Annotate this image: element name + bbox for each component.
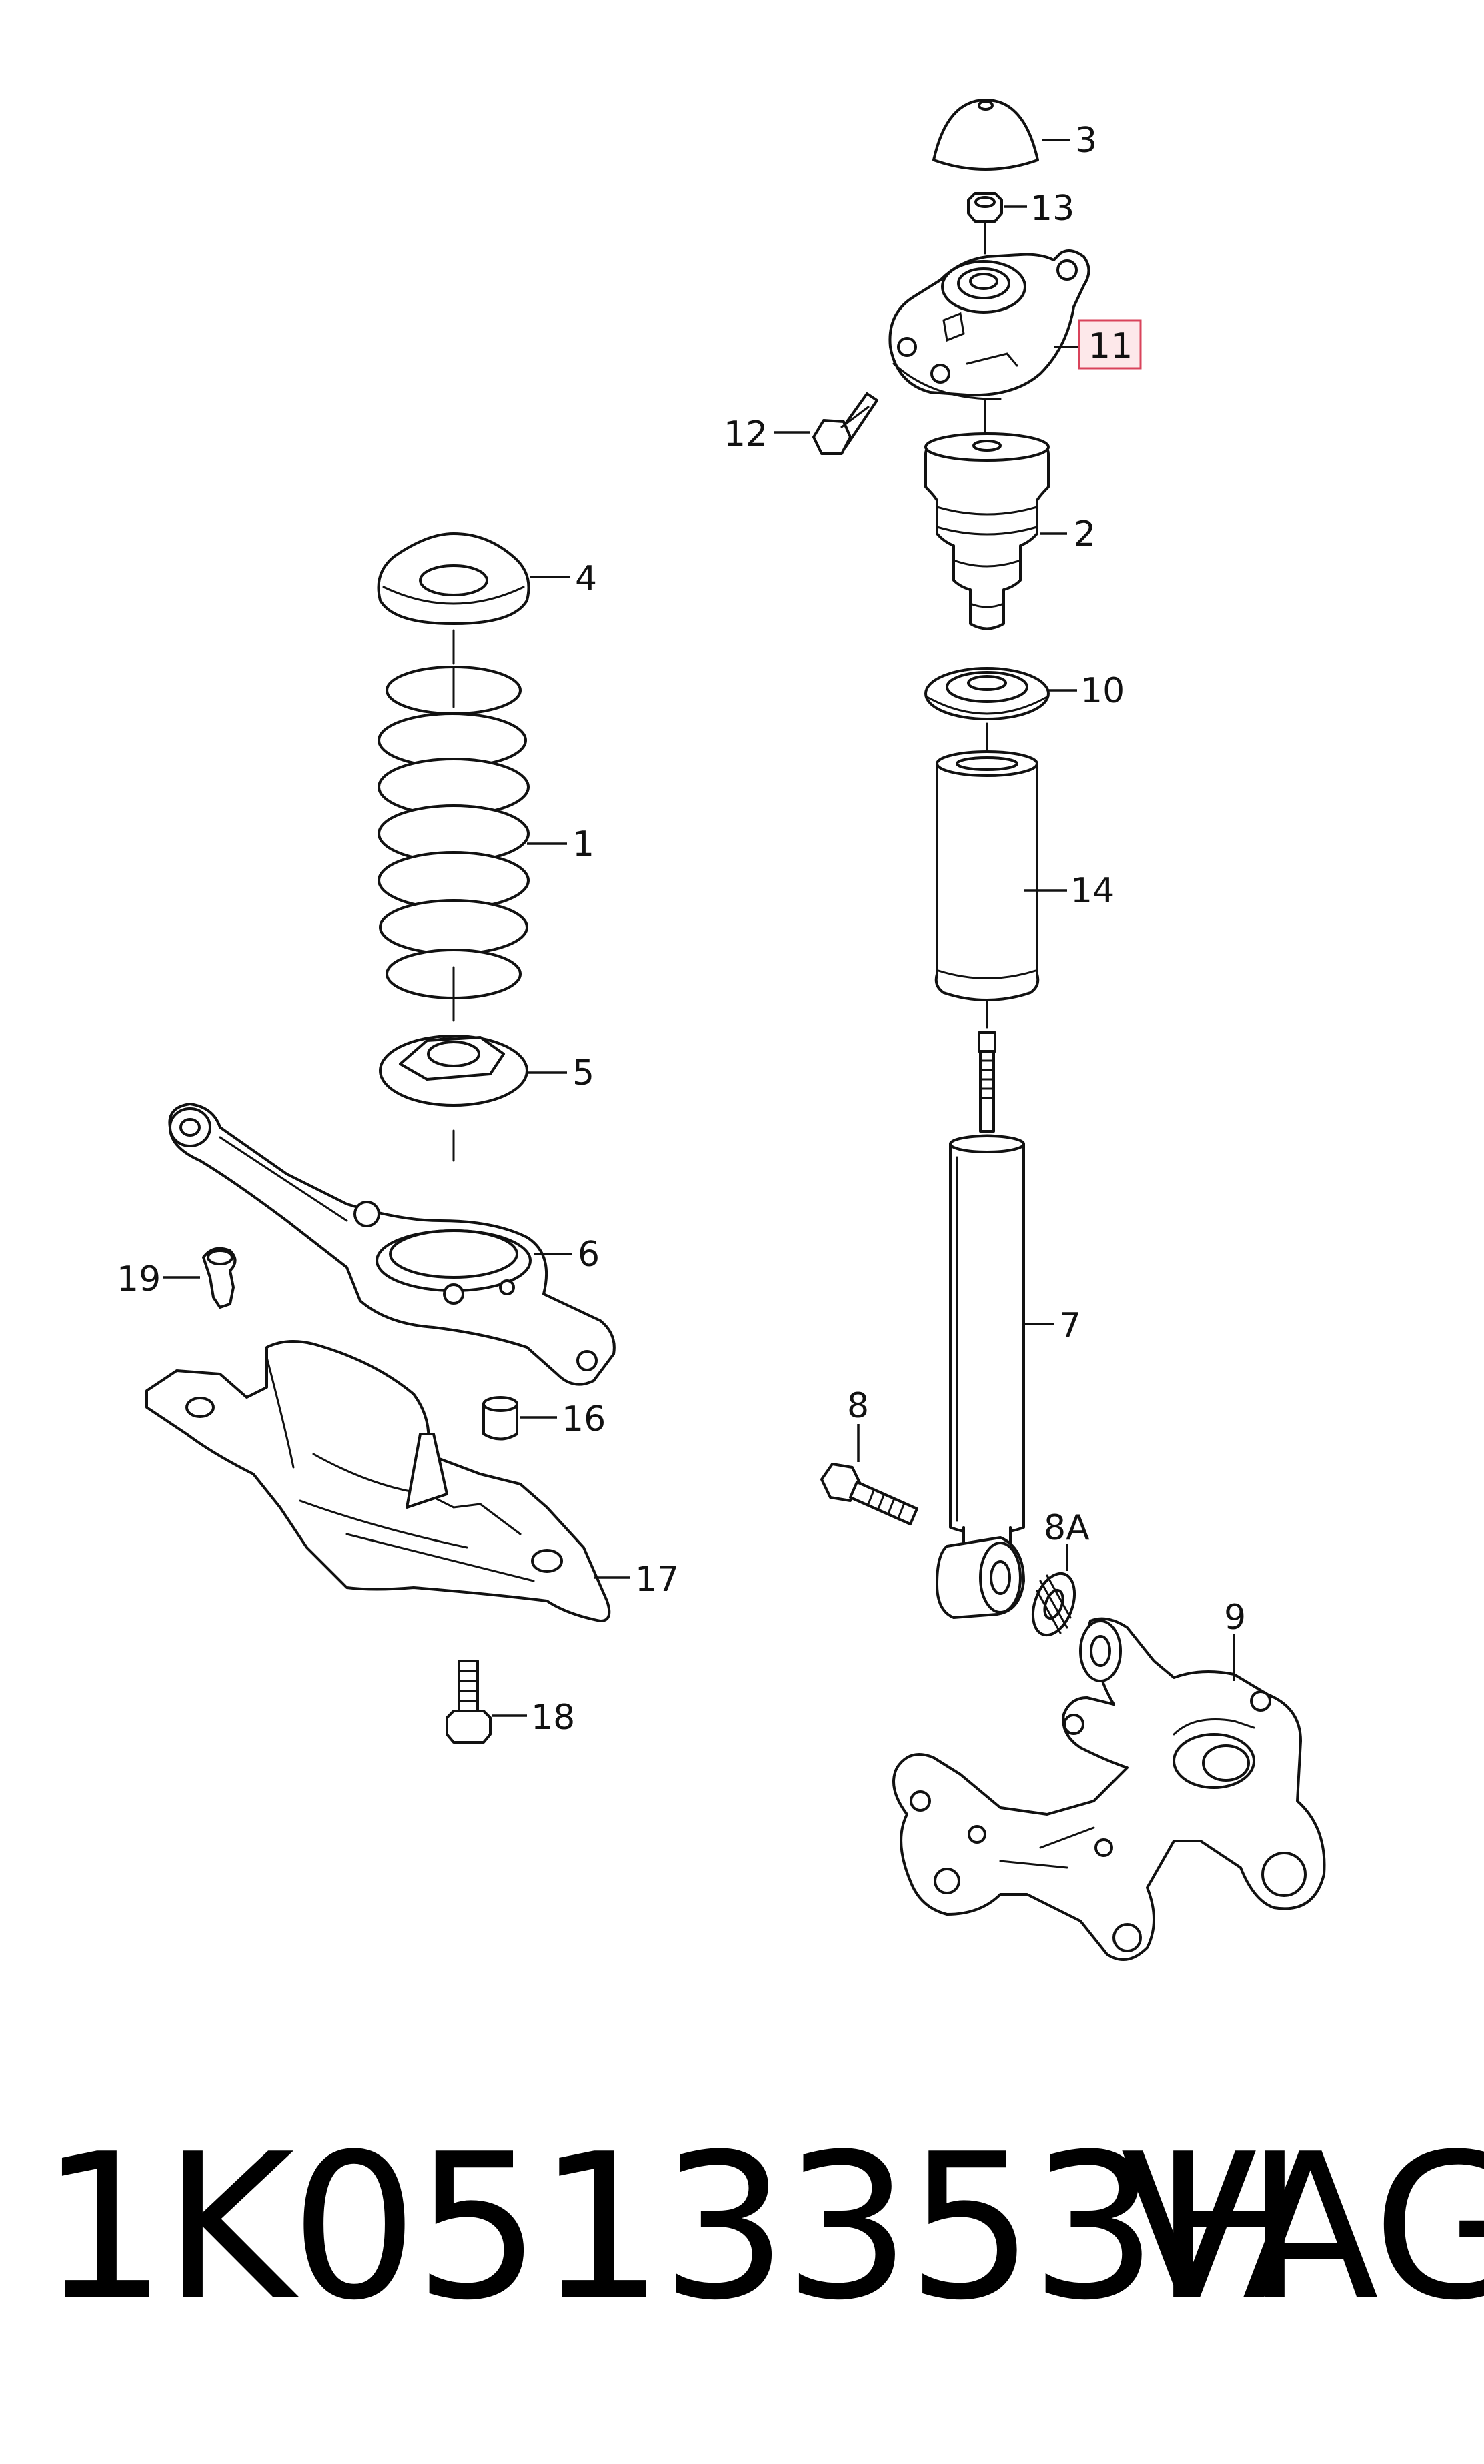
callout-18: 18 (531, 1698, 575, 1738)
part-2-bump-stop (924, 432, 1050, 630)
callout-8a: 8A (1044, 1508, 1090, 1548)
callout-14: 14 (1070, 871, 1115, 911)
callout-5: 5 (572, 1053, 594, 1093)
part-1-coil-spring (378, 666, 530, 1022)
callout-3: 3 (1075, 121, 1097, 161)
part-3-cap (932, 99, 1039, 171)
part-10-spring-cap (924, 667, 1050, 720)
part-17-underbody-bracket (145, 1340, 611, 1622)
callout-19: 19 (117, 1259, 161, 1299)
part-4-upper-spring-seat (377, 532, 530, 625)
part-8-bolt (820, 1463, 918, 1525)
callout-12: 12 (724, 414, 768, 454)
callout-2: 2 (1074, 514, 1096, 554)
part-11-strut-mount (888, 249, 1090, 400)
part-13-nut (967, 192, 1003, 223)
part-18-bolt (446, 1660, 492, 1744)
callout-7: 7 (1059, 1306, 1081, 1346)
callout-13: 13 (1030, 189, 1074, 229)
callout-6: 6 (578, 1235, 600, 1275)
callout-17: 17 (635, 1560, 679, 1600)
part-6-control-arm (168, 1103, 616, 1386)
callout-1: 1 (572, 824, 594, 864)
part-19-clip (202, 1247, 237, 1309)
callout-16: 16 (562, 1399, 606, 1439)
callout-10: 10 (1080, 671, 1125, 711)
part-9-wheel-bearing-housing (892, 1617, 1326, 1961)
callout-4: 4 (575, 559, 597, 599)
highlight-box-11 (1078, 319, 1142, 370)
callout-9: 9 (1224, 1598, 1246, 1638)
callout-8: 8 (847, 1386, 869, 1426)
part-14-protective-sleeve (934, 750, 1040, 1001)
callout-11: 11 (1088, 326, 1133, 366)
part-7-shock-absorber (936, 1031, 1025, 1619)
part-8a-washer (1031, 1572, 1076, 1637)
part-number: 1K0513353H (40, 2111, 1304, 2344)
part-5-lower-spring-seat (379, 1035, 528, 1107)
part-16-bush (482, 1396, 518, 1441)
part-12-bolt (812, 392, 878, 455)
brand-name: VAG (1121, 2111, 1484, 2344)
